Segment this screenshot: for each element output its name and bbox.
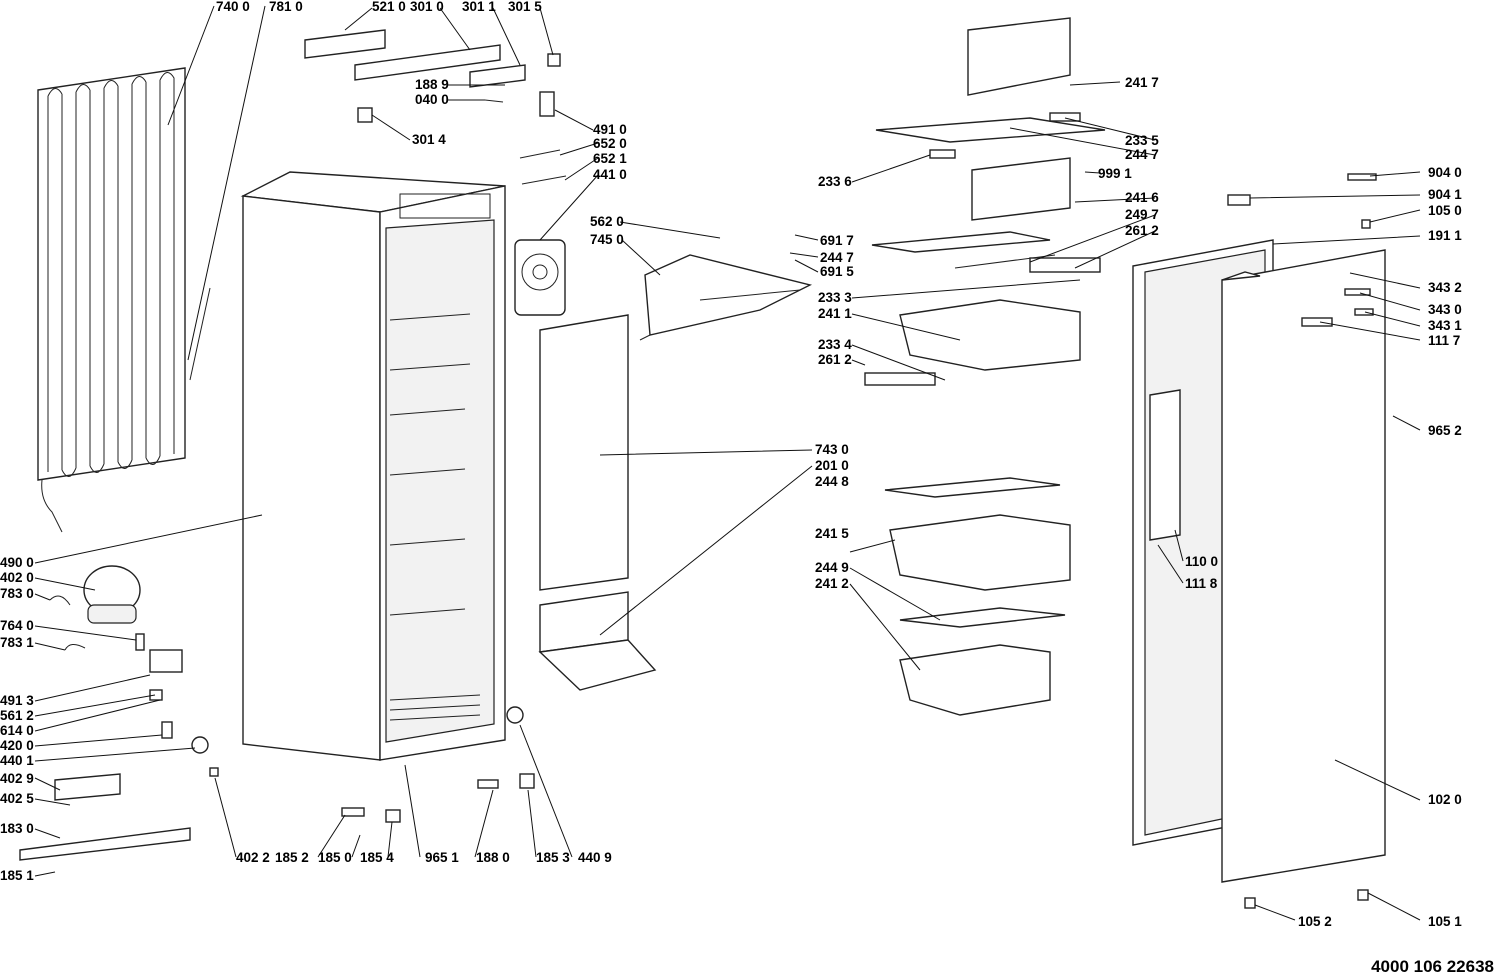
part-label: 491 0 xyxy=(593,122,627,137)
part-label: 783 0 xyxy=(0,586,34,601)
part-label: 110 0 xyxy=(1185,554,1218,569)
part-label: 185 4 xyxy=(360,850,394,865)
part-label: 105 0 xyxy=(1428,203,1462,218)
compressor-parts xyxy=(19,565,524,861)
part-label: 440 1 xyxy=(0,753,34,768)
part-label: 614 0 xyxy=(0,723,34,738)
bottom-hardware xyxy=(341,773,535,823)
part-label: 233 4 xyxy=(818,337,852,352)
part-label: 244 7 xyxy=(1125,147,1159,162)
part-labels: 740 0 781 0 521 0 301 0 301 1 301 5 188 … xyxy=(0,0,1462,929)
part-label: 185 2 xyxy=(275,850,309,865)
part-label: 562 0 xyxy=(590,214,624,229)
part-label: 343 0 xyxy=(1428,302,1462,317)
part-label: 188 0 xyxy=(476,850,510,865)
shelves xyxy=(864,17,1106,386)
part-label: 491 3 xyxy=(0,693,34,708)
part-label: 420 0 xyxy=(0,738,34,753)
part-label: 521 0 xyxy=(372,0,406,14)
part-label: 402 9 xyxy=(0,771,34,786)
door-assembly xyxy=(1132,173,1386,909)
part-label: 691 7 xyxy=(820,233,854,248)
fan-assembly xyxy=(514,239,566,316)
part-label: 244 7 xyxy=(820,250,854,265)
part-label: 999 1 xyxy=(1098,166,1132,181)
document-number: 4000 106 22638 xyxy=(1371,957,1494,976)
part-label: 241 1 xyxy=(818,306,852,321)
part-label: 191 1 xyxy=(1428,228,1462,243)
part-label: 652 0 xyxy=(593,136,627,151)
part-label: 764 0 xyxy=(0,618,34,633)
part-label: 904 1 xyxy=(1428,187,1462,202)
part-label: 561 2 xyxy=(0,708,34,723)
part-label: 301 1 xyxy=(462,0,496,14)
part-label: 441 0 xyxy=(593,167,627,182)
part-label: 244 9 xyxy=(815,560,849,575)
part-label: 904 0 xyxy=(1428,165,1462,180)
rear-panel xyxy=(538,314,657,691)
leader-lines xyxy=(34,5,1421,921)
part-label: 185 3 xyxy=(536,850,570,865)
part-label: 301 4 xyxy=(412,132,446,147)
part-label: 241 7 xyxy=(1125,75,1159,90)
evaporator-cover xyxy=(639,254,813,341)
part-label: 111 7 xyxy=(1428,333,1460,348)
part-label: 965 1 xyxy=(425,850,459,865)
part-label: 343 1 xyxy=(1428,318,1462,333)
part-label: 261 2 xyxy=(1125,223,1159,238)
drawers xyxy=(884,299,1081,716)
part-label: 343 2 xyxy=(1428,280,1462,295)
part-label: 301 5 xyxy=(508,0,542,14)
condenser-coil xyxy=(37,67,211,533)
part-label: 233 5 xyxy=(1125,133,1159,148)
part-label: 783 1 xyxy=(0,635,34,650)
part-label: 781 0 xyxy=(269,0,303,14)
part-label: 233 3 xyxy=(818,290,852,305)
part-label: 402 5 xyxy=(0,791,34,806)
part-label: 490 0 xyxy=(0,555,34,570)
part-label: 183 0 xyxy=(0,821,34,836)
part-label: 040 0 xyxy=(415,92,449,107)
part-label: 111 8 xyxy=(1185,576,1218,591)
part-label: 105 1 xyxy=(1428,914,1462,929)
cabinet xyxy=(240,171,506,761)
part-label: 743 0 xyxy=(815,442,849,457)
part-label: 233 6 xyxy=(818,174,852,189)
part-label: 185 1 xyxy=(0,868,34,883)
part-label: 402 2 xyxy=(236,850,270,865)
part-label: 249 7 xyxy=(1125,207,1159,222)
part-label: 440 9 xyxy=(578,850,612,865)
part-label: 402 0 xyxy=(0,570,34,585)
part-label: 745 0 xyxy=(590,232,624,247)
part-label: 241 5 xyxy=(815,526,849,541)
part-label: 185 0 xyxy=(318,850,352,865)
part-label: 965 2 xyxy=(1428,423,1462,438)
part-label: 740 0 xyxy=(216,0,250,14)
part-label: 691 5 xyxy=(820,264,854,279)
part-label: 102 0 xyxy=(1428,792,1462,807)
control-panel-parts xyxy=(304,29,567,185)
part-label: 301 0 xyxy=(410,0,444,14)
part-label: 105 2 xyxy=(1298,914,1332,929)
part-label: 201 0 xyxy=(815,458,849,473)
part-label: 188 9 xyxy=(415,77,449,92)
part-label: 244 8 xyxy=(815,474,849,489)
part-label: 652 1 xyxy=(593,151,627,166)
part-label: 241 2 xyxy=(815,576,849,591)
part-label: 241 6 xyxy=(1125,190,1159,205)
part-label: 261 2 xyxy=(818,352,852,367)
